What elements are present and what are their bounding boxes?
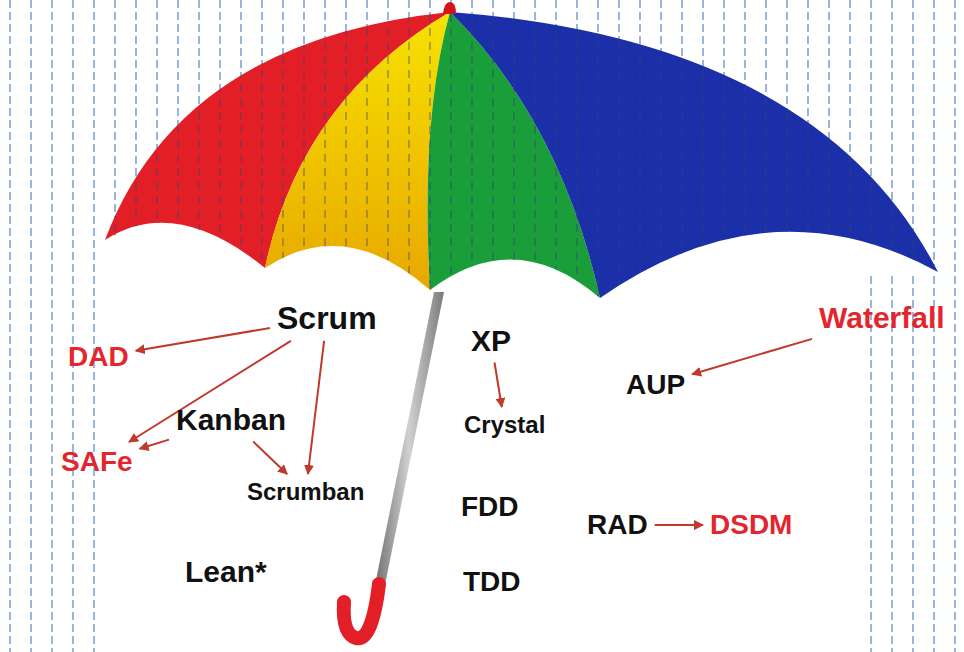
derivation-arrow xyxy=(308,341,324,474)
derivation-arrow xyxy=(253,442,287,475)
method-name: FDD xyxy=(461,491,519,523)
method-name: Scrumban xyxy=(247,478,364,506)
method-label: Waterfall xyxy=(815,300,949,337)
method-name: SAFe xyxy=(61,446,133,478)
canopy-tip xyxy=(443,2,456,14)
umbrella-handle xyxy=(344,584,379,638)
method-name: DSDM xyxy=(710,509,792,541)
method-name: DAD xyxy=(68,341,129,373)
rain-on-canopy xyxy=(0,0,964,320)
method-label: Lean* xyxy=(181,554,271,591)
method-name: Crystal xyxy=(464,411,545,439)
method-label: SAFe xyxy=(57,445,137,479)
derivation-arrow xyxy=(129,341,291,442)
method-name: AUP xyxy=(626,369,685,401)
method-label: XP xyxy=(467,323,515,360)
method-label: TDD xyxy=(459,565,525,599)
method-label: RAD xyxy=(583,508,652,542)
method-name: XP xyxy=(471,324,511,359)
derivation-arrow xyxy=(140,440,169,449)
method-label: AUP xyxy=(622,368,689,402)
method-label: Scrum xyxy=(273,299,381,338)
derivation-arrow xyxy=(136,328,270,351)
method-label: DAD xyxy=(64,340,133,374)
method-name: RAD xyxy=(587,509,648,541)
umbrella-shaft xyxy=(374,292,444,590)
umbrella-shelter xyxy=(108,223,938,652)
derivation-arrow xyxy=(655,524,703,526)
method-name: Scrum xyxy=(277,300,377,337)
method-label: DSDM xyxy=(706,508,796,542)
method-name: Waterfall xyxy=(819,301,945,336)
method-name: TDD xyxy=(463,566,521,598)
method-label: FDD xyxy=(457,490,523,524)
derivation-arrow xyxy=(495,363,502,408)
method-name: Kanban xyxy=(176,403,286,438)
derivation-arrow xyxy=(692,339,812,374)
method-label: Kanban xyxy=(172,402,290,439)
method-name: Lean* xyxy=(185,555,267,590)
method-label: Scrumban xyxy=(243,477,368,507)
method-label: Crystal xyxy=(460,410,549,440)
